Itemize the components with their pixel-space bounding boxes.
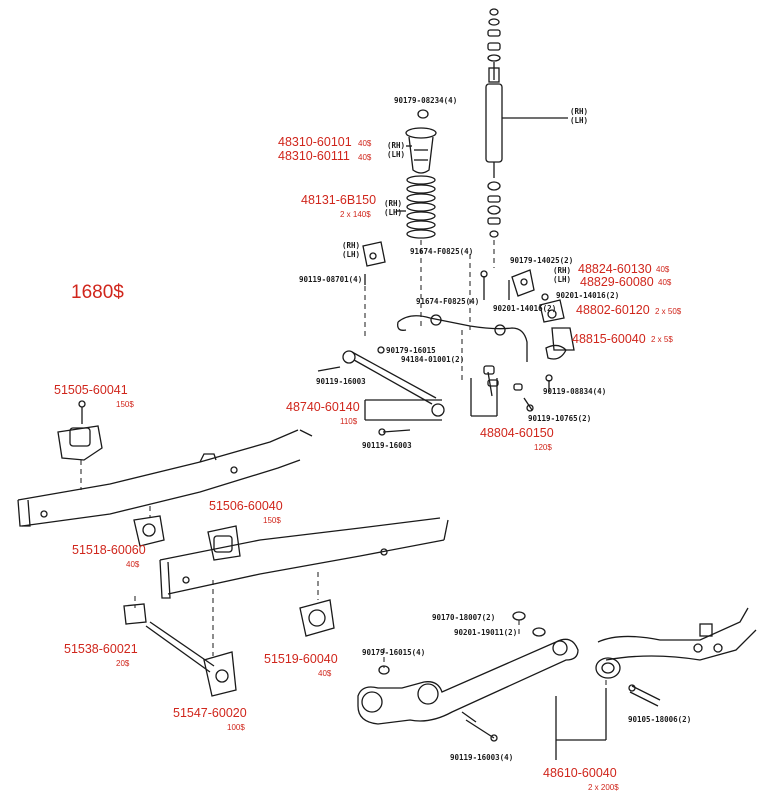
part-number: 48740-60140 — [286, 400, 360, 414]
part-number: 51538-60021 — [64, 642, 138, 656]
bump-stop-icon — [405, 109, 437, 174]
coil-spring-icon — [396, 175, 436, 239]
part-number: 48310-60111 — [278, 149, 350, 163]
lateral-rod-icon — [317, 346, 445, 436]
part-number: 48804-60150 — [480, 426, 554, 440]
hardware-label: (RH) — [570, 107, 589, 116]
part-price: 120$ — [534, 443, 552, 452]
hardware-label: 90105-18006(2) — [628, 715, 692, 724]
hardware-label: 90201-14016(2) — [556, 291, 620, 300]
hardware-label: (LH) — [384, 208, 403, 217]
part-price: 100$ — [227, 723, 245, 732]
hardware-label: 91674-F0825(4) — [416, 297, 480, 306]
total-price: 1680$ — [71, 282, 124, 303]
part-price: 2 x 5$ — [651, 335, 673, 344]
hardware-label: 90119-16003 — [316, 377, 366, 386]
hardware-label: 90201-19011(2) — [454, 628, 518, 637]
bump-stop-bracket-icon — [362, 241, 386, 285]
part-price: 2 x 50$ — [655, 307, 682, 316]
part-price: 40$ — [658, 278, 672, 287]
hardware-label: 90179-14025(2) — [510, 256, 574, 265]
hardware-label: 90179-16015 — [386, 346, 436, 355]
hardware-label: (LH) — [553, 275, 572, 284]
part-price: 110$ — [340, 417, 358, 426]
part-number: 51547-60020 — [173, 706, 247, 720]
hardware-label: 90119-16003(4) — [450, 753, 514, 762]
hardware-label: 90201-14016(2) — [493, 304, 557, 313]
hardware-label: 90170-18007(2) — [432, 613, 496, 622]
part-number: 51519-60040 — [264, 652, 338, 666]
part-price: 150$ — [263, 516, 281, 525]
hardware-label: (RH) — [553, 266, 572, 275]
part-number: 48131-6B150 — [301, 193, 377, 207]
part-number: 51518-60060 — [72, 543, 146, 557]
hardware-label: 90119-10765(2) — [528, 414, 592, 423]
part-number: 48824-60130 — [578, 262, 652, 276]
part-number: 51505-60041 — [54, 383, 128, 397]
part-number: 48310-60101 — [278, 135, 352, 149]
hardware-label: 90119-08834(4) — [543, 387, 607, 396]
shock-absorber-icon — [485, 8, 568, 238]
part-price: 40$ — [656, 265, 670, 274]
hardware-label: 91674-F0825(4) — [410, 247, 474, 256]
callout-brackets — [364, 378, 607, 760]
lower-control-arm-icon — [357, 611, 579, 742]
bushing-icon — [595, 657, 661, 707]
hardware-label: 90119-08701(4) — [299, 275, 363, 284]
hardware-label: (RH) — [387, 141, 406, 150]
part-number: 48829-60080 — [580, 275, 654, 289]
part-number: 48815-60040 — [572, 332, 646, 346]
hardware-label: (LH) — [570, 116, 589, 125]
hardware-label: (LH) — [387, 150, 406, 159]
hardware-label: (LH) — [342, 250, 361, 259]
engine-mount-icon — [57, 400, 335, 637]
part-number: 48610-60040 — [543, 766, 617, 780]
part-price: 40$ — [318, 669, 332, 678]
hardware-label: (RH) — [384, 199, 403, 208]
frame-bracket-icon — [597, 607, 757, 661]
part-number: 51506-60040 — [209, 499, 283, 513]
part-price: 150$ — [116, 400, 134, 409]
transmission-mount-icon — [145, 621, 237, 697]
hardware-label: 90179-16015(4) — [362, 648, 426, 657]
guide-lines — [80, 240, 607, 690]
part-price: 40$ — [126, 560, 140, 569]
stabilizer-link-icon — [483, 365, 534, 412]
part-price: 20$ — [116, 659, 130, 668]
frame-rail-icon — [17, 429, 449, 599]
hardware-label: 90179-08234(4) — [394, 96, 458, 105]
hardware-label: 94184-01001(2) — [401, 355, 465, 364]
hardware-label: (RH) — [342, 241, 361, 250]
part-number: 48802-60120 — [576, 303, 650, 317]
part-price: 40$ — [358, 139, 372, 148]
stabilizer-bar-icon — [397, 269, 575, 392]
part-price: 40$ — [358, 153, 372, 162]
hardware-label: 90119-16003 — [362, 441, 412, 450]
part-price: 2 x 200$ — [588, 783, 619, 792]
part-price: 2 x 140$ — [340, 210, 371, 219]
